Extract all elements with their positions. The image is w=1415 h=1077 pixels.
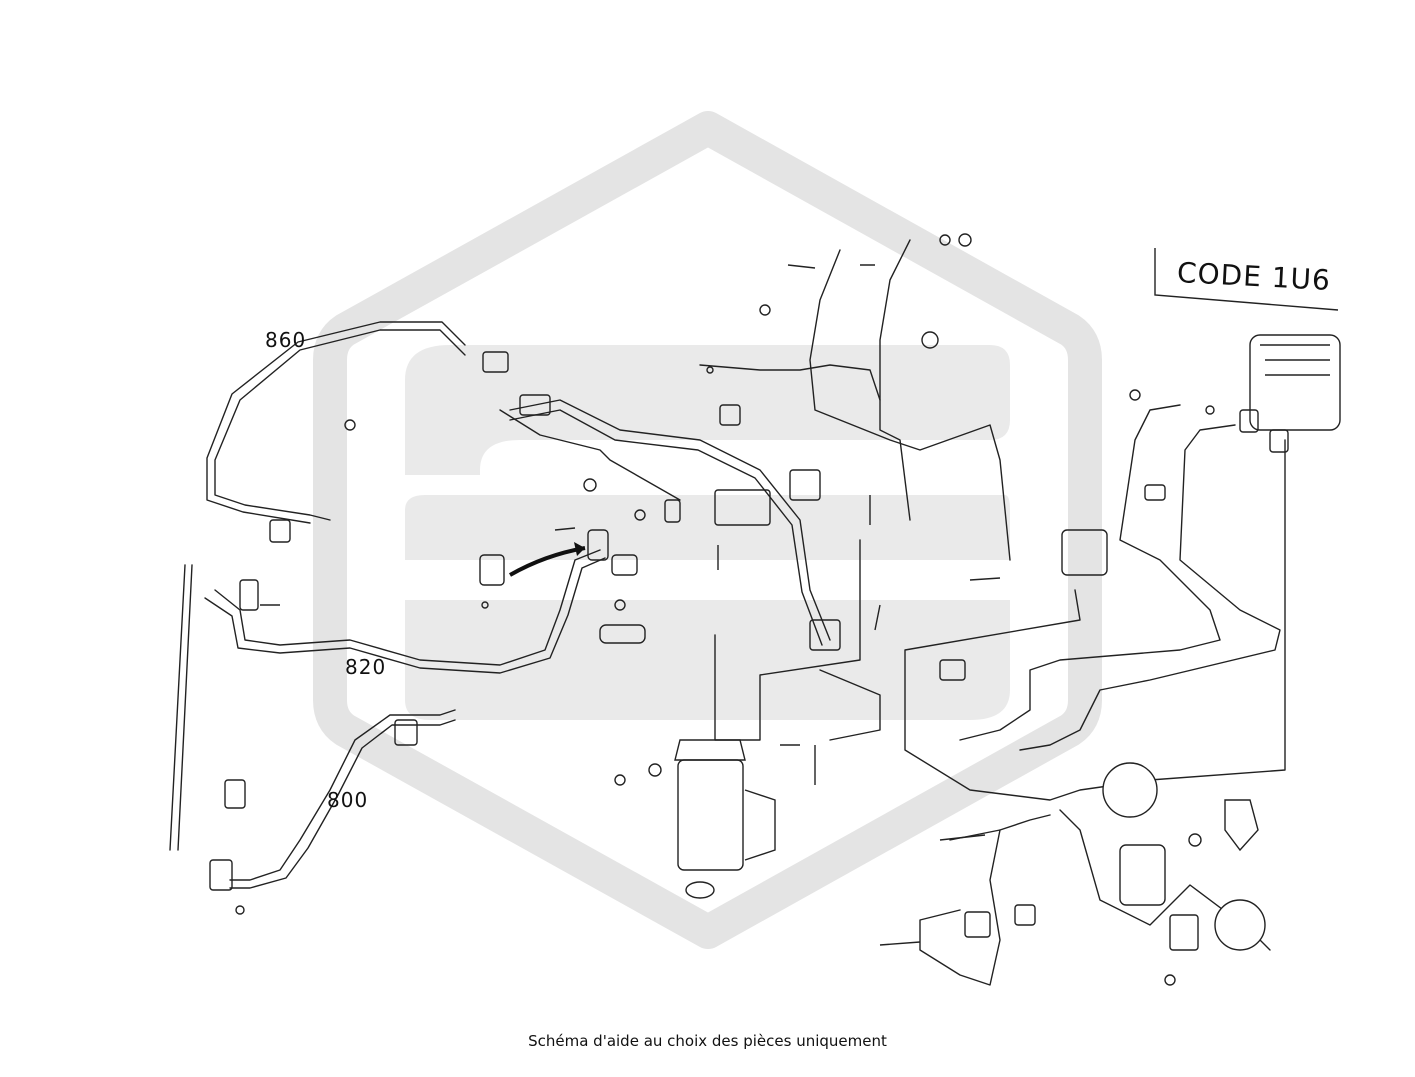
watermark-s	[405, 345, 1010, 720]
watermark-logo	[313, 111, 1102, 949]
callout-800[interactable]: 800	[327, 788, 369, 812]
footer-caption: Schéma d'aide au choix des pièces unique…	[528, 1032, 887, 1050]
callout-820[interactable]: 820	[345, 655, 387, 679]
components	[209, 233, 1341, 986]
code-box-frame	[1154, 248, 1339, 311]
hoses	[169, 239, 1286, 986]
callout-860[interactable]: 860	[265, 328, 307, 352]
